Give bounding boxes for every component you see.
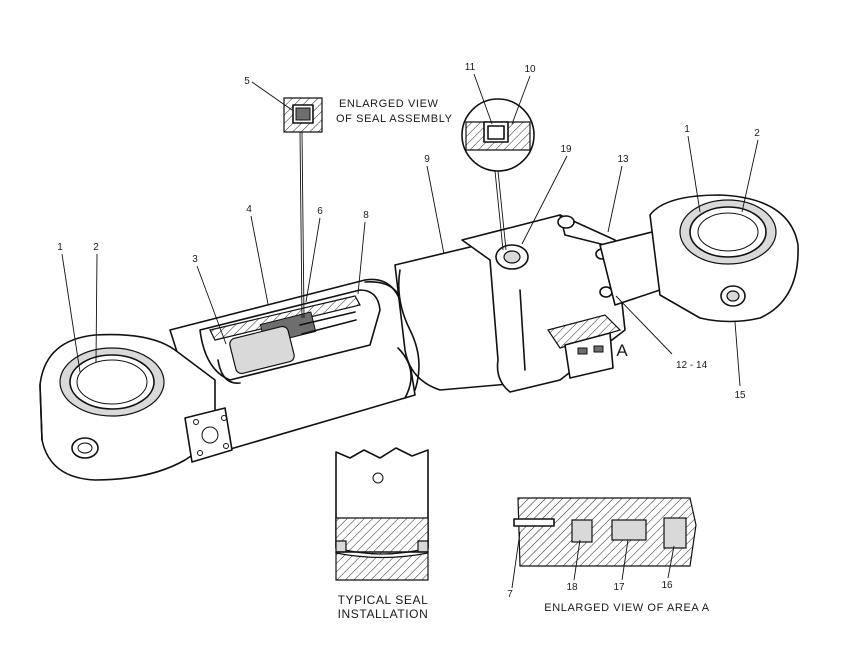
captions: ENLARGED VIEW OF SEAL ASSEMBLY TYPICAL S… [336, 98, 709, 621]
seal-assembly-caption-line1: ENLARGED VIEW [339, 98, 439, 110]
leader-lines [61, 73, 759, 387]
callout-labels: 1 2 3 4 5 6 7 8 9 10 11 12 - 14 13 15 16… [57, 62, 760, 600]
callout-1-right: 1 [684, 124, 690, 135]
typical-seal-caption-line2: INSTALLATION [338, 607, 429, 621]
callout-4: 4 [246, 204, 252, 215]
callout-1-left: 1 [57, 242, 63, 253]
callout-2-left: 2 [93, 242, 99, 253]
callout-11: 11 [465, 62, 476, 73]
callout-9: 9 [424, 154, 430, 165]
area-a-caption: ENLARGED VIEW OF AREA A [544, 602, 709, 614]
callout-19: 19 [560, 144, 572, 155]
callout-12-14: 12 - 14 [676, 360, 708, 371]
typical-seal-installation-detail [335, 447, 429, 581]
seal-assembly-detail [283, 97, 323, 319]
seal-assembly-caption-line2: OF SEAL ASSEMBLY [336, 113, 453, 125]
callout-6: 6 [317, 206, 323, 217]
callout-3: 3 [192, 254, 198, 265]
callout-15: 15 [734, 390, 746, 401]
callout-16: 16 [661, 580, 673, 591]
callout-8: 8 [363, 210, 369, 221]
callout-17: 17 [613, 582, 625, 593]
area-a-detail [511, 497, 697, 589]
callout-5: 5 [244, 76, 250, 87]
callout-7: 7 [507, 589, 513, 600]
typical-seal-caption-line1: TYPICAL SEAL [338, 593, 429, 607]
left-cylinder-barrel [39, 278, 416, 481]
callout-18: 18 [566, 582, 578, 593]
callout-2-right: 2 [754, 128, 760, 139]
circle-seal-detail [461, 98, 535, 251]
callout-10: 10 [524, 64, 536, 75]
right-cylinder-head [394, 194, 799, 393]
callout-13: 13 [617, 154, 629, 165]
area-a-marker: A [616, 341, 628, 360]
